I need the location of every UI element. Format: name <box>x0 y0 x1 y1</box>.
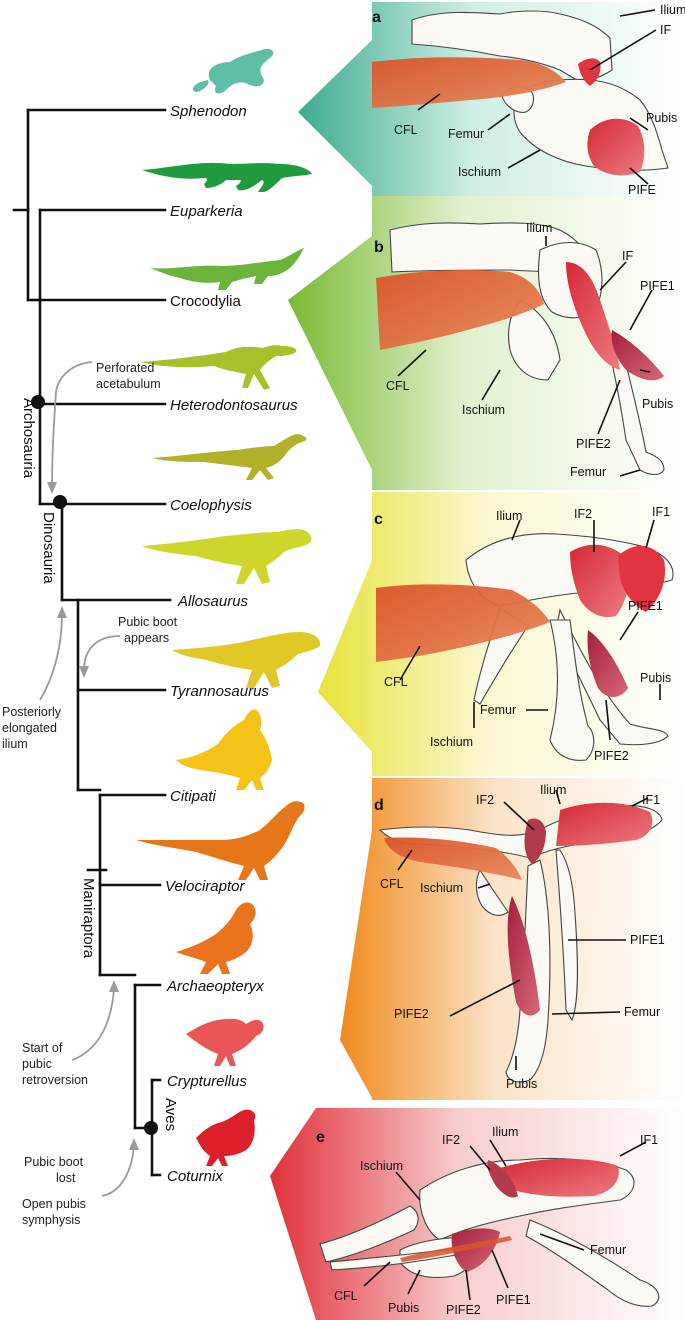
panel-d-pife2: PIFE2 <box>394 1007 429 1021</box>
panel-b-pubis: Pubis <box>642 397 673 411</box>
panel-a-ischium: Ischium <box>458 165 501 179</box>
panel-c: c Ilium IF2 IF1 CFL PIFE1 Pubis Femur Is… <box>318 492 685 776</box>
clade-maniraptora: Maniraptora <box>80 878 97 959</box>
panel-c-pubis: Pubis <box>640 671 671 685</box>
note-pubic-boot-appears: Pubic boot appears <box>118 615 181 645</box>
panel-e-ilium: Ilium <box>492 1125 518 1139</box>
boot-lost-arrow <box>102 1146 134 1196</box>
panel-c-femur: Femur <box>480 703 516 717</box>
panel-c-pife1: PIFE1 <box>628 599 663 613</box>
perforated-arrow-tail <box>52 392 56 488</box>
crypturellus-silhouette <box>186 1019 264 1066</box>
sphenodon-silhouette <box>193 49 273 94</box>
panel-d-femur: Femur <box>624 1005 660 1019</box>
panel-e-letter: e <box>316 1129 325 1146</box>
coturnix-silhouette <box>196 1110 255 1166</box>
panel-d-letter: d <box>374 797 384 814</box>
panel-e-pife1: PIFE1 <box>496 1293 531 1307</box>
panel-e-if2: IF2 <box>442 1133 460 1147</box>
dinosauria-node <box>53 495 67 509</box>
tyrannosaurus-silhouette <box>172 632 320 688</box>
panel-d-pubis: Pubis <box>506 1077 537 1091</box>
taxon-archaeopteryx: Archaeopteryx <box>166 978 264 995</box>
note-pubic-boot-lost: Pubic boot lost <box>24 1155 87 1185</box>
panel-c-ilium: Ilium <box>496 509 522 523</box>
panel-e-if1: IF1 <box>640 1133 658 1147</box>
taxon-crocodylia: Crocodylia <box>170 293 242 310</box>
crocodylia-silhouette <box>150 248 304 290</box>
taxon-allosaurus: Allosaurus <box>177 593 249 610</box>
panel-e-cfl: CFL <box>334 1289 358 1303</box>
velociraptor-silhouette <box>136 801 305 880</box>
pubic-boot-arrow <box>84 636 120 670</box>
taxon-coturnix: Coturnix <box>167 1168 223 1185</box>
panel-a-ilium: Ilium <box>660 3 685 17</box>
panel-c-cfl: CFL <box>384 675 408 689</box>
panel-c-letter: c <box>374 511 383 528</box>
panel-b: b Ilium IF PIFE1 CFL Ischium Pubis PIFE2… <box>288 196 685 490</box>
panel-a-if: IF <box>660 23 671 37</box>
taxon-velociraptor: Velociraptor <box>165 878 245 895</box>
taxon-euparkeria: Euparkeria <box>170 203 243 220</box>
panel-d-cfl: CFL <box>380 877 404 891</box>
taxon-crypturellus: Crypturellus <box>167 1073 248 1090</box>
panel-c-if2: IF2 <box>574 507 592 521</box>
panel-a-pife: PIFE <box>628 183 656 197</box>
panel-a-letter: a <box>372 9 381 26</box>
panel-a-cfl: CFL <box>394 123 418 137</box>
archaeopteryx-silhouette <box>176 902 256 974</box>
panel-c-ischium: Ischium <box>430 735 473 749</box>
allosaurus-silhouette <box>142 529 311 584</box>
clade-archosauria: Archosauria <box>20 398 37 479</box>
panel-a: a Ilium IF CFL Femur Pubis Ischium PIFE <box>298 2 685 198</box>
panel-b-ischium: Ischium <box>462 403 505 417</box>
panel-d-if2: IF2 <box>476 793 494 807</box>
panel-d-if1: IF1 <box>642 793 660 807</box>
panel-e-pife2: PIFE2 <box>446 1303 481 1317</box>
panel-b-cfl: CFL <box>386 379 410 393</box>
panel-e-if1-muscle <box>500 1159 619 1197</box>
panel-c-if1: IF1 <box>652 505 670 519</box>
euparkeria-silhouette <box>142 163 312 192</box>
panel-e-pubis: Pubis <box>388 1301 419 1315</box>
panel-e: e Ilium IF2 IF1 Ischium Femur CFL Pubis … <box>270 1108 685 1320</box>
clade-dinosauria: Dinosauria <box>40 512 57 584</box>
panel-a-pife-muscle <box>587 119 644 176</box>
perforated-arrow <box>56 362 92 392</box>
coelophysis-silhouette <box>152 434 306 480</box>
heterodontosaurus-silhouette <box>140 345 296 390</box>
ilium-arrow <box>40 614 62 700</box>
panel-b-femur: Femur <box>570 465 606 479</box>
panel-c-pife2: PIFE2 <box>594 749 629 763</box>
panel-b-ilium: Ilium <box>526 221 552 235</box>
citipati-silhouette <box>176 709 272 790</box>
panel-b-pife2: PIFE2 <box>576 437 611 451</box>
taxon-sphenodon: Sphenodon <box>170 103 247 120</box>
taxon-heterodontosaurus: Heterodontosaurus <box>170 397 298 414</box>
panel-e-ischium: Ischium <box>360 1159 403 1173</box>
panel-b-letter: b <box>374 239 384 256</box>
panel-a-pubis: Pubis <box>646 111 677 125</box>
retroversion-arrow <box>72 988 114 1060</box>
clade-aves: Aves <box>162 1098 179 1131</box>
panel-e-femur: Femur <box>590 1243 626 1257</box>
panel-b-pife1: PIFE1 <box>640 279 675 293</box>
note-open-pubis-symphysis: Open pubis symphysis <box>22 1197 89 1227</box>
panel-d-pife1: PIFE1 <box>630 933 665 947</box>
panel-a-femur: Femur <box>448 127 484 141</box>
note-perforated-acetabulum: Perforated acetabulum <box>96 361 161 391</box>
panel-b-if: IF <box>622 249 633 263</box>
panel-d: d IF2 Ilium IF1 CFL Ischium PIFE1 PIFE2 … <box>340 778 685 1100</box>
panel-d-ilium: Ilium <box>540 783 566 797</box>
taxon-coelophysis: Coelophysis <box>170 497 252 514</box>
panel-d-ischium: Ischium <box>420 881 463 895</box>
note-start-of-pubic-retroversion: Start of pubic retroversion <box>22 1041 88 1087</box>
note-posteriorly-elongated-ilium: Posteriorly elongated ilium <box>2 705 65 751</box>
aves-node <box>144 1121 158 1135</box>
taxon-citipati: Citipati <box>170 788 217 805</box>
